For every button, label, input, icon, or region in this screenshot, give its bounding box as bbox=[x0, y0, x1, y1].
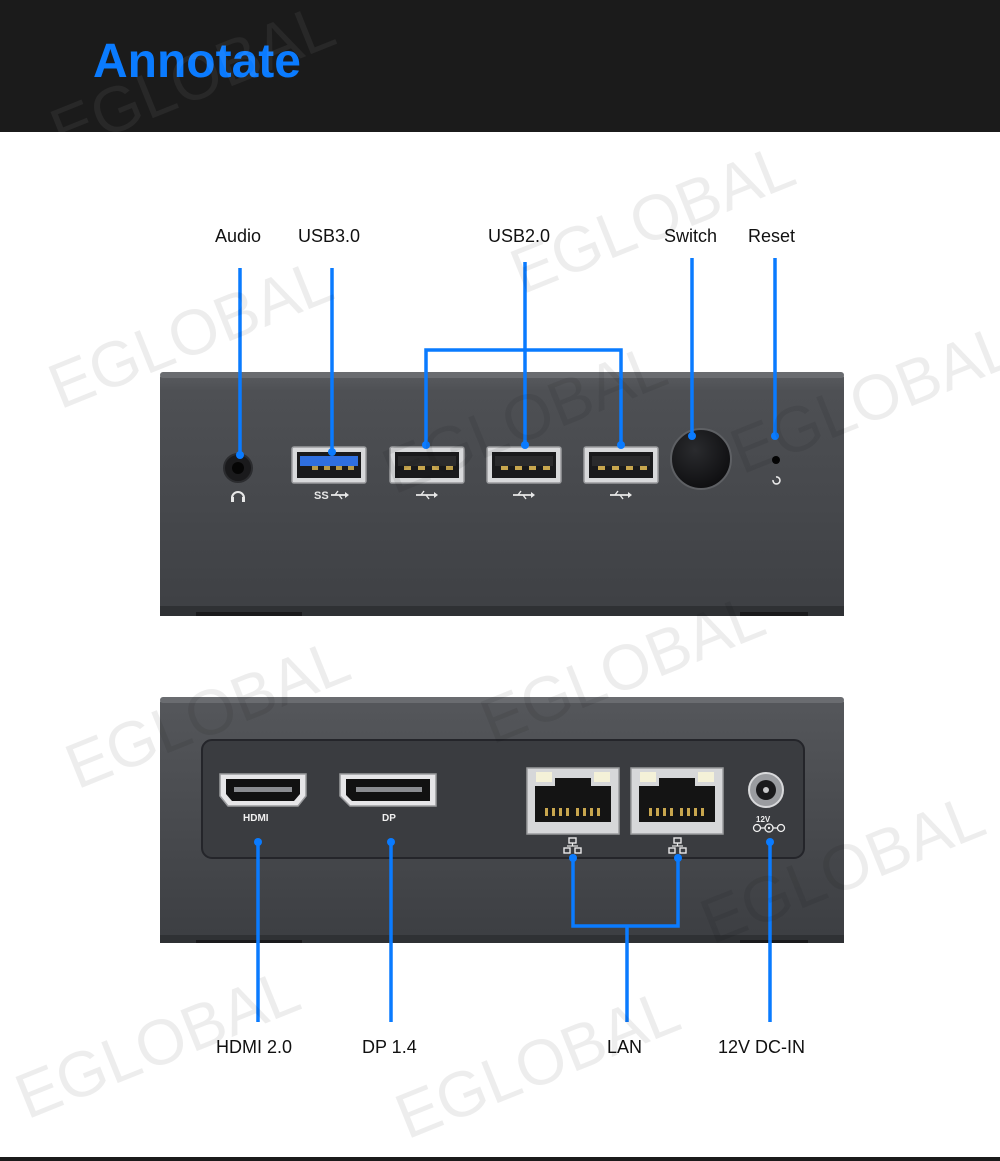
dc-jack bbox=[748, 772, 784, 808]
usb2-port-2 bbox=[486, 446, 562, 484]
usb3-icon bbox=[331, 490, 349, 500]
headphone-icon bbox=[231, 491, 245, 502]
label-dp: DP 1.4 bbox=[362, 1037, 417, 1057]
usb2-port-1 bbox=[389, 446, 465, 484]
dc-voltage-mark: 12V bbox=[756, 815, 771, 824]
label-reset: Reset bbox=[748, 226, 796, 246]
back-panel: HDMI DP bbox=[160, 697, 844, 943]
hdmi-mark: HDMI bbox=[243, 813, 269, 824]
label-usb30: USB3.0 bbox=[298, 226, 361, 246]
reset-pinhole bbox=[772, 456, 780, 464]
lan-port-1 bbox=[526, 767, 620, 835]
usb-icon bbox=[513, 490, 535, 500]
usb3-port bbox=[291, 446, 367, 484]
label-hdmi: HDMI 2.0 bbox=[216, 1037, 293, 1057]
power-button bbox=[670, 428, 732, 490]
lan-port-2 bbox=[630, 767, 724, 835]
ss-usb-mark: SS bbox=[314, 490, 329, 502]
reset-icon bbox=[772, 476, 781, 485]
displayport-port bbox=[339, 773, 437, 807]
network-icon bbox=[668, 837, 687, 854]
dc-polarity-icon bbox=[752, 823, 786, 833]
label-lan: LAN bbox=[607, 1037, 643, 1057]
callout-lines bbox=[238, 258, 777, 1022]
label-dc-in: 12V DC-IN bbox=[718, 1037, 806, 1057]
network-icon bbox=[563, 837, 582, 854]
front-panel: SS bbox=[160, 372, 844, 616]
usb-icon bbox=[610, 490, 632, 500]
usb-icon bbox=[416, 490, 438, 500]
label-usb20: USB2.0 bbox=[488, 226, 551, 246]
hdmi-port bbox=[219, 773, 307, 807]
label-audio: Audio bbox=[215, 226, 262, 246]
page-title: Annotate bbox=[93, 35, 301, 88]
label-switch: Switch bbox=[664, 226, 718, 246]
header-bar: Annotate EGLOBAL bbox=[0, 0, 1000, 168]
callout-dots bbox=[236, 432, 779, 862]
bottom-rule bbox=[0, 1157, 1000, 1161]
dp-mark: DP bbox=[382, 813, 396, 824]
usb2-port-3 bbox=[583, 446, 659, 484]
